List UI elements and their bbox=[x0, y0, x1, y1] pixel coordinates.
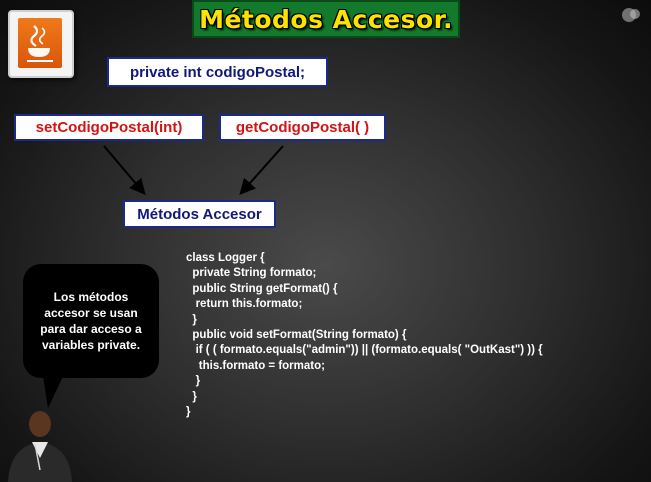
speech-bubble-tail bbox=[42, 370, 66, 408]
getter-text: getCodigoPostal( ) bbox=[235, 119, 370, 136]
corner-badge-icon bbox=[622, 8, 640, 22]
speech-bubble: Los métodos accesor se usan para dar acc… bbox=[23, 264, 159, 378]
field-declaration-box: private int codigoPostal; bbox=[107, 57, 328, 87]
getter-box: getCodigoPostal( ) bbox=[219, 114, 386, 141]
speech-bubble-text: Los métodos accesor se usan para dar acc… bbox=[40, 290, 142, 352]
setter-arrow bbox=[103, 145, 146, 196]
field-declaration-text: private int codigoPostal; bbox=[129, 63, 306, 81]
methods-accessor-box: Métodos Accesor bbox=[123, 200, 276, 228]
methods-accessor-label: Métodos Accesor bbox=[137, 205, 262, 223]
slide-title: Métodos Accesor. bbox=[199, 4, 453, 34]
getter-arrow bbox=[239, 145, 284, 195]
slide-title-banner: Métodos Accesor. bbox=[192, 0, 460, 38]
setter-text: setCodigoPostal(int) bbox=[35, 119, 183, 136]
setter-box: setCodigoPostal(int) bbox=[14, 114, 204, 141]
presenter-avatar bbox=[8, 411, 72, 482]
java-logo-card bbox=[8, 10, 74, 78]
java-logo-icon bbox=[18, 18, 62, 68]
logger-code-sample: class Logger { private String formato; p… bbox=[186, 252, 543, 419]
